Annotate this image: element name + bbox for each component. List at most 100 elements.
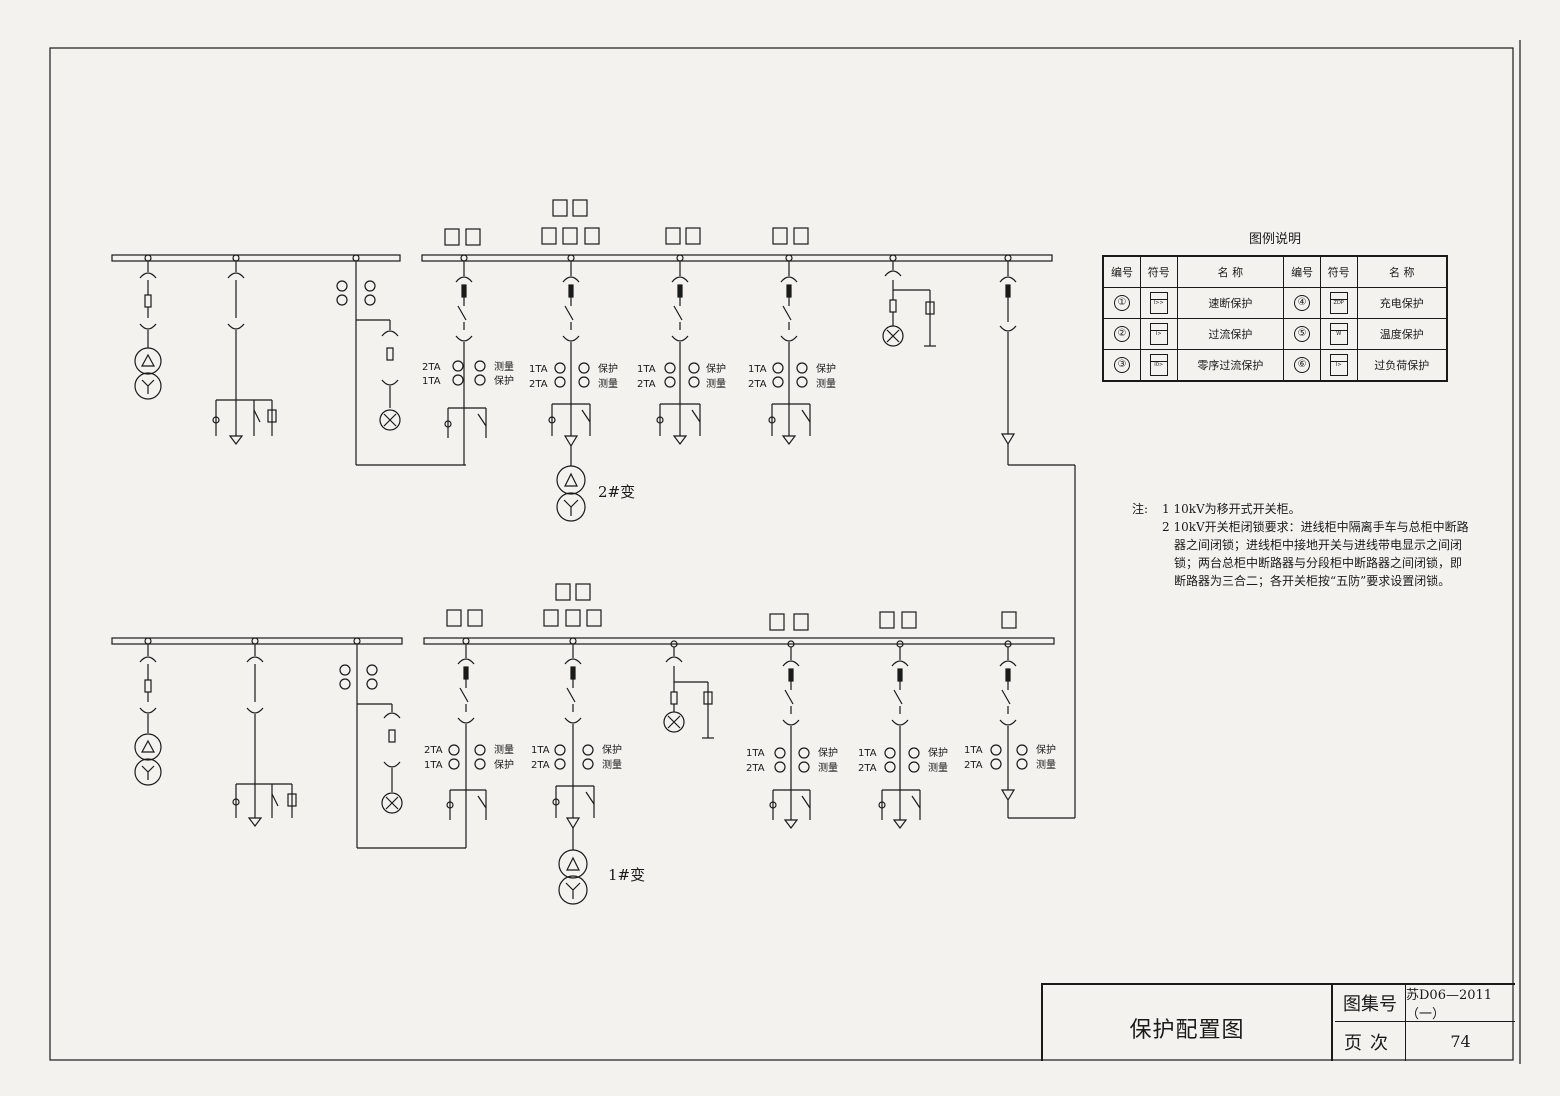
relay-symbol-icon: I> — [1329, 354, 1348, 376]
legend-row: ② I> 过流保护 ⑤ W 温度保护 — [1102, 318, 1448, 350]
legend-header: 名 称 — [1356, 255, 1448, 288]
ct-function: 保护 — [494, 758, 514, 771]
ct-function: 测量 — [818, 761, 838, 774]
lower-feeder-pt — [663, 640, 714, 739]
legend-number: ③ — [1113, 357, 1130, 373]
busbar-lower-right — [423, 637, 1055, 645]
upper-feeder-1 — [134, 254, 162, 400]
relay-symbol-icon: I>> — [1149, 292, 1168, 314]
busbar-upper-left — [111, 254, 401, 262]
ct-function: 保护 — [602, 743, 622, 756]
upper-ct-labels: 2TA 1TA 测量 保护 1TA 2TA 保护 测量 1TA 2TA 保护 测… — [422, 360, 836, 501]
ct-label: 1TA — [529, 364, 548, 375]
drawing-title: 保护配置图 — [1043, 985, 1333, 1061]
legend-number: ① — [1113, 295, 1130, 311]
ct-label: 2TA — [858, 763, 877, 774]
ct-function: 测量 — [598, 377, 618, 390]
legend-header: 符号 — [1319, 255, 1358, 288]
transformer-label-1: 1#变 — [608, 866, 645, 884]
lower-ct-labels: 2TA 1TA 测量 保护 1TA 2TA 保护 测量 1TA 2TA 保护 测… — [424, 743, 1056, 884]
note-item: 1 10kV为移开式开关柜。 — [1162, 502, 1301, 516]
lower-feeder-out-1 — [769, 640, 811, 829]
ct-label: 2TA — [529, 379, 548, 390]
upper-feeder-out-2 — [768, 254, 811, 445]
relay-symbol-icon: I0> — [1149, 354, 1168, 376]
ct-label: 1TA — [422, 376, 441, 387]
lower-feeder-main — [552, 637, 595, 905]
legend-name: 速断保护 — [1176, 287, 1285, 319]
sheet-border — [49, 47, 1514, 1061]
atlas-number-value: 苏D06—2011（一） — [1406, 985, 1515, 1022]
legend-header: 编号 — [1102, 255, 1141, 288]
ct-label: 1TA — [531, 745, 550, 756]
ct-function: 测量 — [494, 360, 514, 373]
legend-row: ③ I0> 零序过流保护 ⑥ I> 过负荷保护 — [1102, 349, 1448, 382]
upper-feeder-incoming — [444, 254, 487, 465]
relay-symbol-icon: W — [1329, 323, 1348, 345]
lower-feeder-2 — [232, 637, 297, 827]
transformer-label-2: 2#变 — [598, 483, 635, 501]
legend-number: ⑥ — [1294, 357, 1311, 373]
ct-label: 2TA — [746, 763, 765, 774]
notes-label: 注: — [1132, 502, 1149, 516]
ct-function: 保护 — [494, 374, 514, 387]
lower-feeder-out-2 — [878, 640, 921, 829]
ct-function: 保护 — [598, 362, 618, 375]
lower-feeder-tie — [990, 640, 1075, 819]
page-number: 74 — [1450, 1032, 1471, 1051]
upper-feeder-tie — [999, 254, 1076, 818]
ct-function: 保护 — [928, 746, 948, 759]
busbar-lower-left — [111, 637, 403, 645]
ct-label: 2TA — [424, 745, 443, 756]
ct-label: 1TA — [858, 748, 877, 759]
legend: 图例说明 编号 符号 名 称 编号 符号 名 称 ① I>> 速断保护 ④ ZD… — [1102, 228, 1448, 382]
lower-feeder-3 — [339, 637, 466, 849]
legend-row: ① I>> 速断保护 ④ ZDP 充电保护 — [1102, 287, 1448, 319]
upper-feeder-2 — [212, 254, 277, 445]
upper-feeder-pt — [882, 254, 936, 347]
legend-name: 充电保护 — [1356, 287, 1448, 319]
relay-symbol-icon: ZDP — [1329, 292, 1348, 314]
ct-label: 2TA — [964, 760, 983, 771]
ct-function: 保护 — [816, 362, 836, 375]
atlas-number-label: 图集号 — [1335, 985, 1406, 1022]
relay-boxes-lower — [446, 583, 1017, 631]
legend-name: 过流保护 — [1176, 318, 1285, 350]
upper-feeder-3 — [336, 254, 466, 466]
ct-function: 保护 — [706, 362, 726, 375]
ct-label: 1TA — [964, 745, 983, 756]
legend-header-row: 编号 符号 名 称 编号 符号 名 称 — [1102, 255, 1448, 288]
legend-title: 图例说明 — [1248, 232, 1301, 247]
ct-function: 测量 — [816, 377, 836, 390]
ct-label: 1TA — [746, 748, 765, 759]
ct-label: 1TA — [748, 364, 767, 375]
note-item: 2 10kV开关柜闭锁要求：进线柜中隔离手车与总柜中断路器之间闭锁；进线柜中接地… — [1162, 520, 1469, 588]
legend-header: 符号 — [1139, 255, 1178, 288]
ct-function: 测量 — [494, 743, 514, 756]
relay-symbol-icon: I> — [1149, 323, 1168, 345]
upper-feeder-out-1 — [656, 254, 701, 445]
legend-name: 过负荷保护 — [1356, 349, 1448, 382]
legend-name: 零序过流保护 — [1176, 349, 1285, 382]
lower-feeder-incoming — [446, 637, 487, 848]
legend-header: 名 称 — [1176, 255, 1285, 288]
page-label: 页次 — [1335, 1022, 1406, 1061]
lower-feeder-1 — [134, 637, 162, 786]
ct-function: 测量 — [706, 377, 726, 390]
ct-function: 保护 — [1036, 743, 1056, 756]
ct-function: 测量 — [602, 758, 622, 771]
upper-feeder-main — [548, 254, 591, 522]
ct-function: 测量 — [928, 761, 948, 774]
legend-number: ④ — [1294, 295, 1311, 311]
lower-section — [111, 583, 1075, 905]
ct-function: 保护 — [818, 746, 838, 759]
ct-label: 2TA — [422, 362, 441, 373]
ct-label: 1TA — [637, 364, 656, 375]
legend-table: 编号 符号 名 称 编号 符号 名 称 ① I>> 速断保护 ④ ZDP 充电保… — [1102, 255, 1448, 382]
title-block: 保护配置图 图集号 苏D06—2011（一） 页次 74 — [1041, 983, 1515, 1061]
legend-number: ② — [1113, 326, 1130, 342]
upper-section — [111, 199, 1076, 818]
legend-header: 编号 — [1283, 255, 1321, 288]
